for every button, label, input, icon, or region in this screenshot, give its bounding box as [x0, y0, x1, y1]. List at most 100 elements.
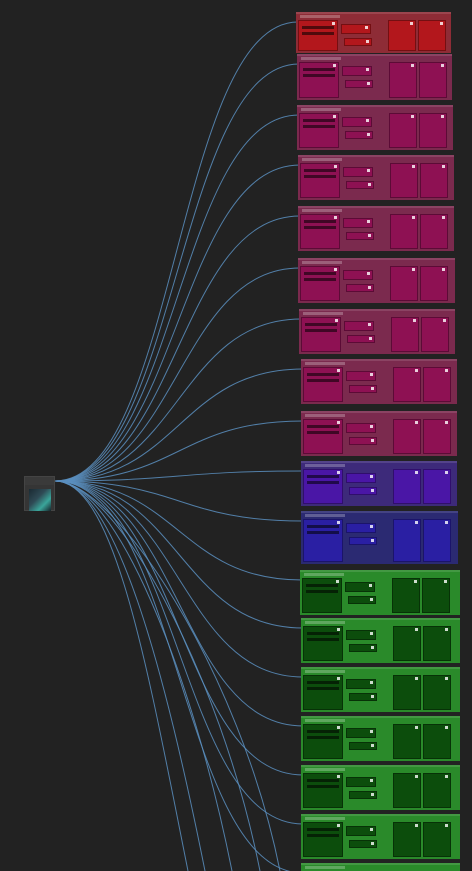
process-node[interactable]	[346, 284, 374, 292]
widget-field[interactable]	[304, 220, 336, 223]
output-port[interactable]	[337, 726, 340, 729]
node-group-magenta[interactable]	[301, 411, 457, 456]
output-port[interactable]	[441, 115, 444, 118]
process-node[interactable]	[342, 66, 372, 76]
widget-field[interactable]	[307, 730, 339, 733]
preview-node[interactable]	[391, 317, 419, 352]
loader-node[interactable]	[303, 675, 343, 710]
process-node[interactable]	[349, 487, 377, 495]
node-group-magenta[interactable]	[298, 155, 454, 200]
output-port[interactable]	[334, 268, 337, 271]
node-group-green[interactable]	[301, 618, 460, 663]
output-port[interactable]	[337, 628, 340, 631]
node-group-magenta[interactable]	[298, 258, 455, 303]
widget-field[interactable]	[307, 379, 339, 382]
process-node[interactable]	[344, 321, 374, 331]
widget-field[interactable]	[307, 681, 339, 684]
process-node[interactable]	[346, 826, 376, 836]
preview-node[interactable]	[423, 626, 451, 661]
loader-node[interactable]	[300, 214, 340, 249]
widget-field[interactable]	[307, 481, 339, 484]
node-group-green[interactable]	[301, 863, 460, 871]
output-port[interactable]	[370, 475, 373, 478]
output-port[interactable]	[337, 521, 340, 524]
node-group-magenta[interactable]	[298, 206, 454, 251]
output-port[interactable]	[370, 828, 373, 831]
output-port[interactable]	[336, 580, 339, 583]
group-title[interactable]	[302, 261, 342, 264]
load-image-node[interactable]	[24, 476, 55, 511]
preview-node[interactable]	[393, 519, 421, 562]
widget-field[interactable]	[304, 278, 336, 281]
preview-node[interactable]	[393, 675, 421, 710]
output-port[interactable]	[411, 64, 414, 67]
output-port[interactable]	[445, 677, 448, 680]
process-node[interactable]	[346, 630, 376, 640]
widget-field[interactable]	[304, 175, 336, 178]
process-node[interactable]	[347, 335, 375, 343]
widget-field[interactable]	[302, 26, 334, 29]
output-port[interactable]	[334, 216, 337, 219]
process-node[interactable]	[343, 270, 373, 280]
process-node[interactable]	[349, 742, 377, 750]
loader-node[interactable]	[303, 822, 343, 857]
preview-node[interactable]	[390, 163, 418, 198]
preview-node[interactable]	[423, 469, 451, 504]
process-node[interactable]	[346, 181, 374, 189]
widget-field[interactable]	[302, 32, 334, 35]
output-port[interactable]	[370, 425, 373, 428]
preview-node[interactable]	[421, 317, 449, 352]
output-port[interactable]	[445, 775, 448, 778]
output-port[interactable]	[367, 272, 370, 275]
preview-node[interactable]	[418, 20, 446, 51]
loader-node[interactable]	[300, 266, 340, 301]
preview-node[interactable]	[423, 773, 451, 808]
loader-node[interactable]	[303, 419, 343, 454]
output-port[interactable]	[371, 387, 374, 390]
widget-field[interactable]	[303, 74, 335, 77]
process-node[interactable]	[349, 437, 377, 445]
widget-field[interactable]	[307, 525, 339, 528]
process-node[interactable]	[345, 582, 375, 592]
output-port[interactable]	[411, 115, 414, 118]
node-group-green[interactable]	[300, 570, 460, 615]
preview-node[interactable]	[393, 822, 421, 857]
output-port[interactable]	[415, 726, 418, 729]
widget-field[interactable]	[303, 68, 335, 71]
loader-node[interactable]	[303, 469, 343, 504]
output-port[interactable]	[442, 268, 445, 271]
output-port[interactable]	[367, 169, 370, 172]
output-port[interactable]	[337, 471, 340, 474]
output-port[interactable]	[370, 779, 373, 782]
preview-node[interactable]	[420, 214, 448, 249]
node-group-magenta[interactable]	[299, 309, 455, 354]
group-title[interactable]	[305, 414, 345, 417]
preview-node[interactable]	[390, 214, 418, 249]
widget-field[interactable]	[307, 475, 339, 478]
group-title[interactable]	[303, 312, 343, 315]
loader-node[interactable]	[300, 163, 340, 198]
group-title[interactable]	[301, 57, 341, 60]
output-port[interactable]	[367, 220, 370, 223]
output-port[interactable]	[442, 165, 445, 168]
process-node[interactable]	[344, 38, 372, 46]
process-node[interactable]	[346, 523, 376, 533]
output-port[interactable]	[415, 369, 418, 372]
process-node[interactable]	[346, 423, 376, 433]
loader-node[interactable]	[303, 519, 343, 562]
output-port[interactable]	[337, 369, 340, 372]
process-node[interactable]	[345, 131, 373, 139]
output-port[interactable]	[371, 744, 374, 747]
output-port[interactable]	[368, 323, 371, 326]
group-title[interactable]	[302, 158, 342, 161]
output-port[interactable]	[370, 681, 373, 684]
loader-node[interactable]	[303, 367, 343, 402]
output-port[interactable]	[337, 677, 340, 680]
preview-node[interactable]	[389, 62, 417, 98]
preview-node[interactable]	[393, 773, 421, 808]
group-title[interactable]	[300, 15, 340, 18]
output-port[interactable]	[367, 82, 370, 85]
output-port[interactable]	[445, 824, 448, 827]
preview-node[interactable]	[419, 62, 447, 98]
output-port[interactable]	[367, 133, 370, 136]
